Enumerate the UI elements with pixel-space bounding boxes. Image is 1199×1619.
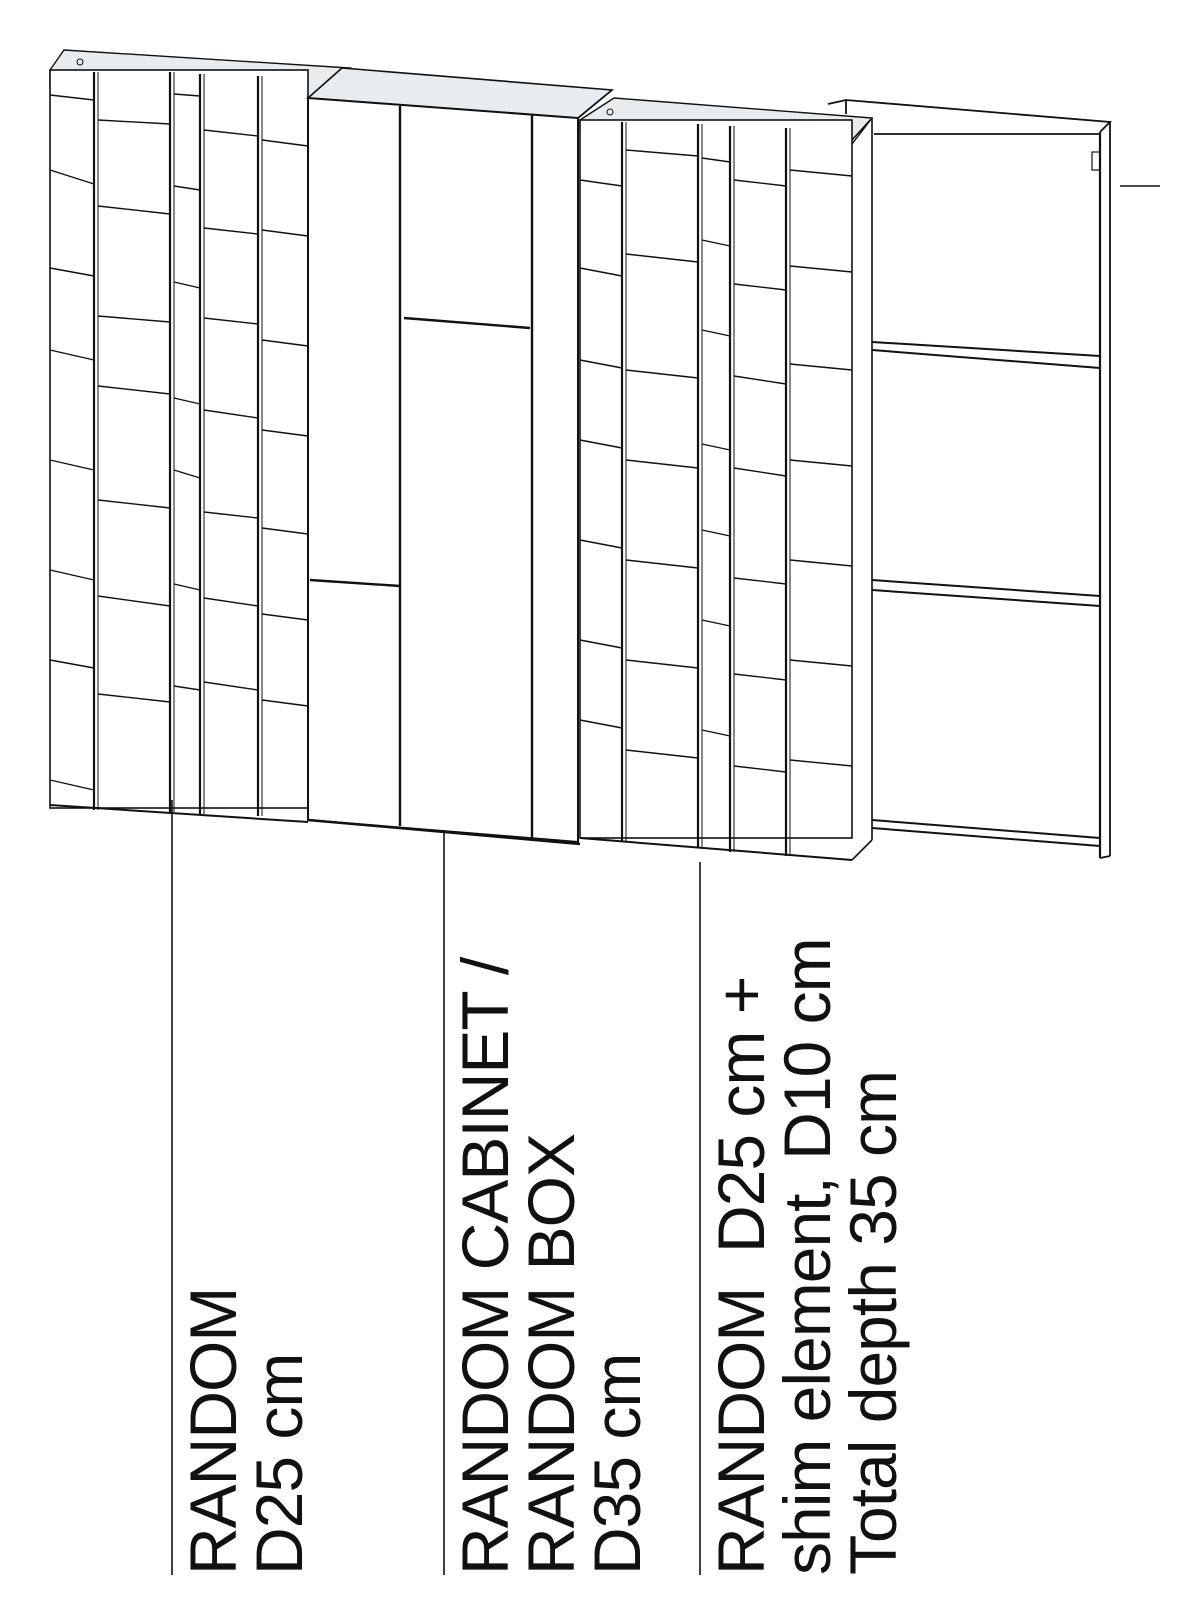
cabinet-center-group (306, 67, 615, 846)
label-line: D25 cm (242, 1354, 316, 1575)
bookcase-left-group (49, 49, 352, 823)
bookcase-left-columns (92, 72, 263, 816)
label-random-cabinet-box: RANDOM CABINET / RANDOM BOX D35 cm (448, 956, 654, 1575)
shim-rails (871, 341, 1101, 847)
label-line: RANDOM CABINET / (448, 956, 522, 1575)
bookcase-left-shelves (49, 93, 309, 791)
label-random-d25: RANDOM D25 cm (176, 1288, 316, 1575)
bookcase-left-frame (49, 69, 309, 809)
bookcase-right-columns (620, 122, 791, 856)
label-line: RANDOM BOX (514, 1134, 588, 1575)
bookcase-right-shelves (579, 149, 853, 773)
shim-element (827, 99, 1160, 859)
label-line: RANDOM D25 cm + (704, 977, 778, 1575)
cabinet-doors (309, 106, 534, 838)
label-line: shim element, D10 cm (770, 938, 844, 1575)
cabinet-body (307, 96, 579, 844)
bookcase-right-group (579, 97, 874, 861)
label-line: RANDOM (176, 1288, 250, 1575)
label-line: D35 cm (580, 1354, 654, 1575)
bookcase-right-frame (579, 119, 853, 839)
label-random-d25-shim: RANDOM D25 cm + shim element, D10 cm Tot… (704, 938, 910, 1575)
label-line: Total depth 35 cm (836, 1071, 910, 1575)
leader-lines (171, 800, 701, 1575)
